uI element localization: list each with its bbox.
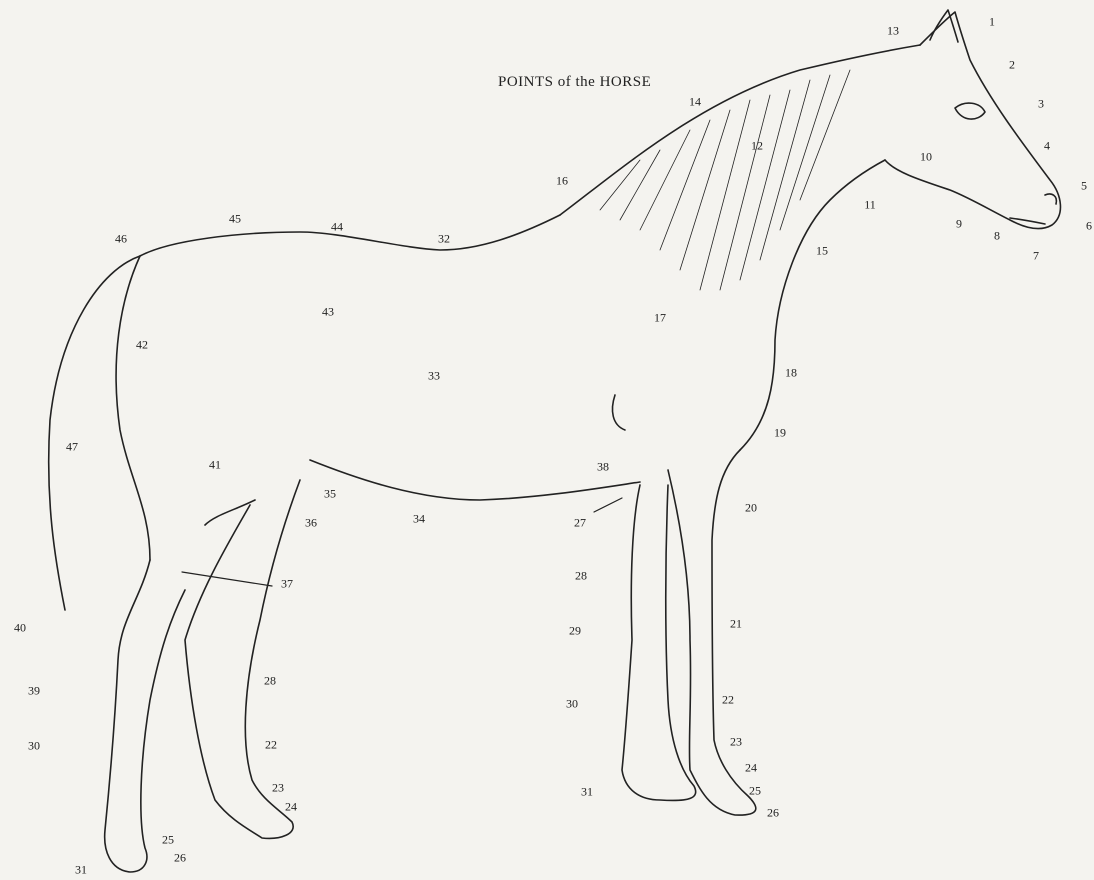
point-label: 43 (322, 305, 334, 320)
point-label: 33 (428, 369, 440, 384)
point-label: 22 (265, 738, 277, 753)
point-label: 22 (722, 693, 734, 708)
point-label: 46 (115, 232, 127, 247)
point-label: 25 (162, 833, 174, 848)
point-label: 4 (1044, 139, 1050, 154)
point-label: 12 (751, 139, 763, 154)
belly (310, 460, 640, 500)
elbow (612, 395, 625, 430)
point-label: 44 (331, 220, 343, 235)
point-label: 39 (28, 684, 40, 699)
point-label: 47 (66, 440, 78, 455)
back-line (140, 215, 560, 256)
point-label: 34 (413, 512, 425, 527)
point-label: 8 (994, 229, 1000, 244)
point-label: 26 (174, 851, 186, 866)
point-label: 31 (581, 785, 593, 800)
point-label: 17 (654, 311, 666, 326)
eye (955, 103, 985, 119)
crest (560, 45, 920, 215)
leader-37 (182, 572, 272, 586)
point-label: 28 (575, 569, 587, 584)
point-label: 45 (229, 212, 241, 227)
nostril (1045, 194, 1056, 204)
point-label: 14 (689, 95, 701, 110)
buttock-line (116, 256, 150, 560)
point-label: 23 (730, 735, 742, 750)
point-label: 10 (920, 150, 932, 165)
hind-leg-rear (105, 560, 185, 872)
leader-27 (594, 498, 622, 512)
point-label: 7 (1033, 249, 1039, 264)
foreleg-rear (622, 485, 696, 800)
point-label: 26 (767, 806, 779, 821)
point-label: 3 (1038, 97, 1044, 112)
point-label: 25 (749, 784, 761, 799)
point-label: 32 (438, 232, 450, 247)
point-label: 6 (1086, 219, 1092, 234)
point-label: 15 (816, 244, 828, 259)
point-label: 13 (887, 24, 899, 39)
point-label: 23 (272, 781, 284, 796)
tail (49, 256, 140, 610)
point-label: 35 (324, 487, 336, 502)
point-label: 31 (75, 863, 87, 878)
point-label: 18 (785, 366, 797, 381)
point-label: 1 (989, 15, 995, 30)
point-label: 24 (745, 761, 757, 776)
point-label: 2 (1009, 58, 1015, 73)
point-label: 16 (556, 174, 568, 189)
point-label: 5 (1081, 179, 1087, 194)
point-label: 36 (305, 516, 317, 531)
point-label: 28 (264, 674, 276, 689)
point-label: 11 (864, 198, 876, 213)
point-label: 24 (285, 800, 297, 815)
stifle (205, 500, 255, 525)
head (885, 12, 1060, 229)
foreleg-front (668, 450, 756, 815)
diagram-title: POINTS of the HORSE (498, 74, 651, 91)
point-label: 41 (209, 458, 221, 473)
point-label: 42 (136, 338, 148, 353)
point-label: 21 (730, 617, 742, 632)
point-label: 38 (597, 460, 609, 475)
point-label: 29 (569, 624, 581, 639)
point-label: 19 (774, 426, 786, 441)
mane (600, 70, 850, 290)
ear (930, 10, 958, 42)
point-label: 27 (574, 516, 586, 531)
point-label: 37 (281, 577, 293, 592)
point-label: 30 (28, 739, 40, 754)
point-label: 40 (14, 621, 26, 636)
point-label: 30 (566, 697, 578, 712)
point-label: 9 (956, 217, 962, 232)
point-label: 20 (745, 501, 757, 516)
